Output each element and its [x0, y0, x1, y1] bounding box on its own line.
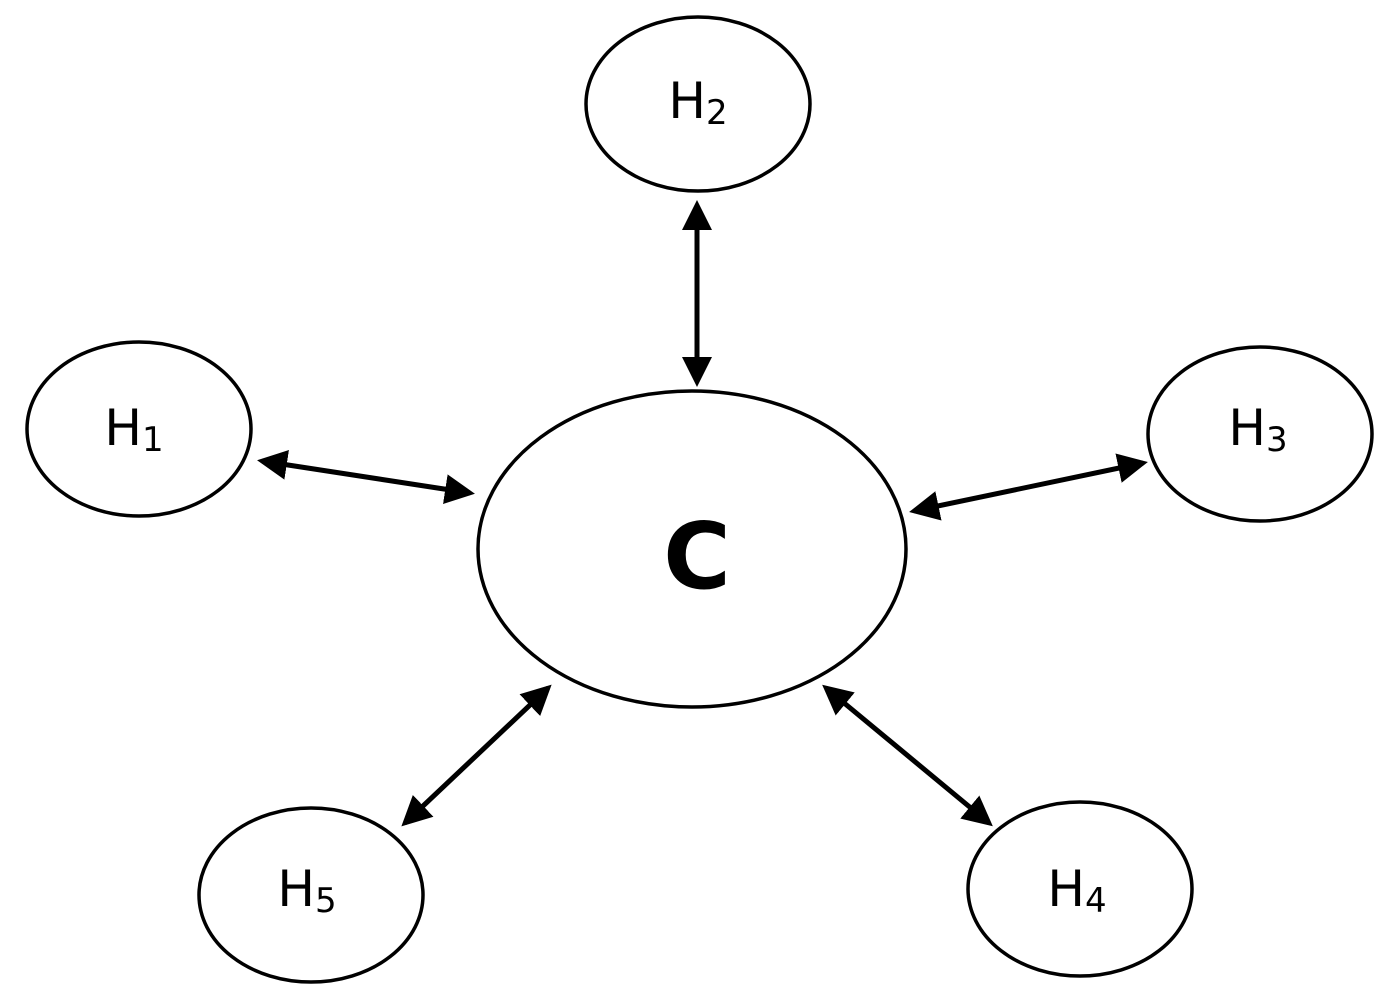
h3-label-sub: 3 — [1266, 420, 1288, 460]
h1-label: H1 — [104, 399, 163, 460]
h3-ellipse — [1146, 345, 1374, 523]
h3-label-base: H — [1228, 399, 1266, 457]
node-h2: H2 — [584, 15, 812, 193]
h1-label-sub: 1 — [142, 420, 164, 460]
node-h4: H4 — [966, 800, 1194, 978]
h4-label: H4 — [1047, 860, 1106, 921]
edge-center-h4 — [822, 684, 993, 827]
h4-label-base: H — [1047, 860, 1085, 918]
h5-ellipse — [197, 806, 425, 984]
h4-ellipse — [966, 800, 1194, 978]
h2-label-sub: 2 — [706, 93, 728, 133]
center-ellipse — [476, 389, 908, 709]
edge-center-h5 — [401, 684, 552, 827]
node-h3: H3 — [1146, 345, 1374, 523]
h4-label-sub: 4 — [1085, 881, 1107, 921]
edge-center-h1 — [257, 449, 475, 505]
h5-label: H5 — [277, 860, 336, 921]
h3-label: H3 — [1228, 399, 1287, 460]
node-h5: H5 — [197, 806, 425, 984]
h5-label-sub: 5 — [315, 881, 337, 921]
h2-label: H2 — [668, 72, 727, 133]
h2-ellipse — [584, 15, 812, 193]
node-h1: H1 — [25, 340, 253, 518]
h1-label-base: H — [104, 399, 142, 457]
node-center: C — [476, 389, 908, 709]
h2-label-base: H — [668, 72, 706, 130]
edges — [257, 200, 1148, 827]
h1-ellipse — [25, 340, 253, 518]
center-label: C — [663, 503, 731, 610]
edge-center-h3 — [909, 453, 1148, 521]
h5-label-base: H — [277, 860, 315, 918]
